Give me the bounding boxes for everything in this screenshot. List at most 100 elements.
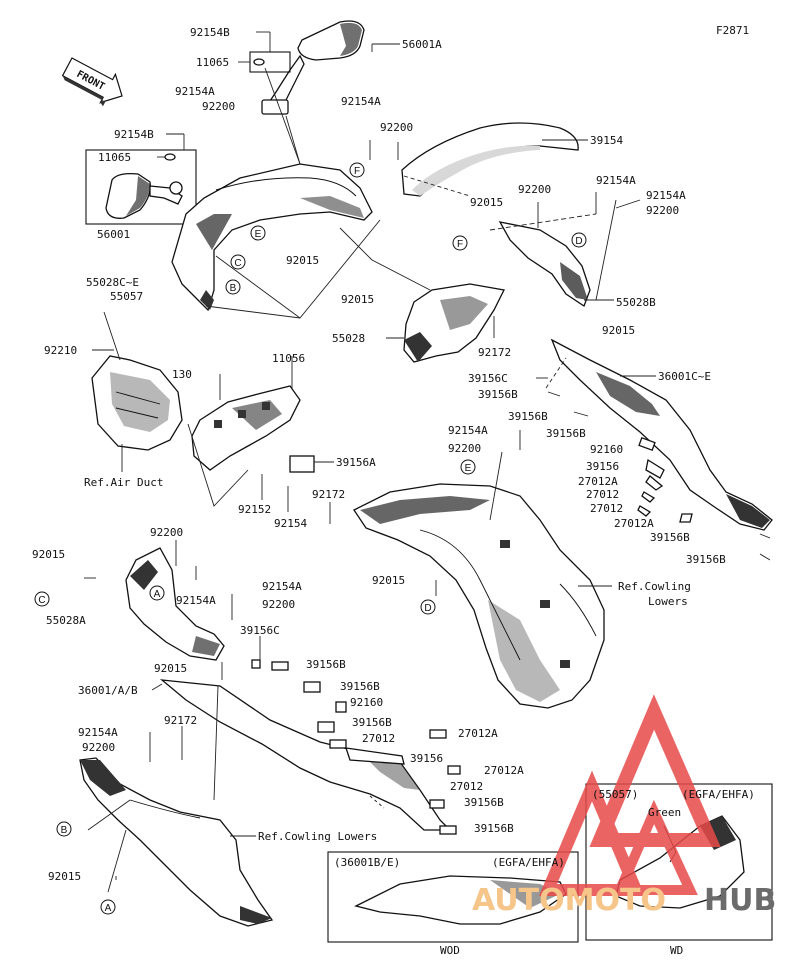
part-label: 92015: [470, 196, 503, 209]
part-label: 39156B: [478, 388, 518, 401]
part-label: 27012A: [578, 475, 618, 488]
svg-text:C: C: [234, 258, 241, 269]
part-label: 27012A: [458, 727, 498, 740]
part-label: 39156B: [686, 553, 726, 566]
part-label: 92015: [154, 662, 187, 675]
inset-wod: [327, 851, 579, 943]
callout-e-1: E: [250, 225, 266, 241]
bracket-11056: [191, 385, 301, 471]
part-label: 55028: [332, 332, 365, 345]
part-label: 92200: [646, 204, 679, 217]
ref-cowling-lowers-1: Ref.Cowling: [618, 580, 691, 593]
part-label: 55057: [110, 290, 143, 303]
part-label: 56001: [97, 228, 130, 241]
part-label: 39156B: [340, 680, 380, 693]
part-label: 27012: [590, 502, 623, 515]
part-label: 92015: [286, 254, 319, 267]
svg-text:A: A: [105, 903, 112, 914]
callout-f-2: F: [452, 235, 468, 251]
part-label: 55028C~E: [86, 276, 139, 289]
part-label: 92015: [602, 324, 635, 337]
ref-cowling-lowers-1b: Lowers: [648, 595, 688, 608]
part-label: 92200: [82, 741, 115, 754]
part-label: 92154A: [176, 594, 216, 607]
part-label: 92154B: [114, 128, 154, 141]
part-label: 92200: [262, 598, 295, 611]
part-label: 11056: [272, 352, 305, 365]
cowling-lowers-bottom: [79, 757, 274, 927]
part-label: 92160: [590, 443, 623, 456]
part-label: 92154A: [262, 580, 302, 593]
part-label: 92015: [48, 870, 81, 883]
part-label: 92210: [44, 344, 77, 357]
part-label: 92154A: [596, 174, 636, 187]
callout-d-2: D: [420, 599, 436, 615]
inset-wd-caption: WD: [670, 944, 683, 957]
svg-text:D: D: [575, 236, 582, 247]
inner-cowl-55028a: [125, 547, 225, 661]
part-label: 39156B: [464, 796, 504, 809]
part-label: 92152: [238, 503, 271, 516]
callout-e-2: E: [460, 459, 476, 475]
inset-wd-variant: (EGFA/EHFA): [682, 788, 755, 801]
part-label: 92200: [380, 121, 413, 134]
part-label: 11065: [196, 56, 229, 69]
inset-wod-variant: (EGFA/EHFA): [492, 856, 565, 869]
part-label: 92154A: [448, 424, 488, 437]
part-label: 39156B: [546, 427, 586, 440]
svg-text:C: C: [38, 595, 45, 606]
part-label: 55028A: [46, 614, 86, 627]
ref-cowling-lowers-2: Ref.Cowling Lowers: [258, 830, 377, 843]
part-label: 92172: [164, 714, 197, 727]
watermark-text-b: HUB: [704, 883, 776, 918]
callout-a-2: A: [100, 899, 116, 915]
inset-wod-part: (36001B/E): [334, 856, 400, 869]
part-label: 27012: [586, 488, 619, 501]
svg-text:F: F: [457, 239, 463, 250]
part-label: 55028B: [616, 296, 656, 309]
figure-code: F2871: [716, 24, 749, 37]
front-arrow-icon: FRONT: [61, 57, 123, 107]
svg-text:E: E: [465, 463, 472, 474]
part-label: 39154: [590, 134, 623, 147]
part-label: 39156C: [468, 372, 508, 385]
side-fairing-36001ab: [159, 679, 452, 831]
svg-text:E: E: [255, 229, 262, 240]
part-label: 92015: [341, 293, 374, 306]
part-label: 92154A: [341, 95, 381, 108]
watermark-text-a: AUTOMOTO: [472, 883, 666, 918]
ref-air-duct: Ref.Air Duct: [84, 476, 163, 489]
part-label: 92015: [372, 574, 405, 587]
part-label: 39156B: [306, 658, 346, 671]
part-label: 36001/A/B: [78, 684, 138, 697]
part-label: 92154A: [646, 189, 686, 202]
part-label: 130: [172, 368, 192, 381]
mirror-56001a: [261, 20, 365, 115]
part-label: 27012: [362, 732, 395, 745]
part-label: 39156A: [336, 456, 376, 469]
part-label: 92154B: [190, 26, 230, 39]
part-label: 39156C: [240, 624, 280, 637]
part-label: 27012: [450, 780, 483, 793]
svg-text:D: D: [424, 603, 431, 614]
air-duct: [91, 355, 183, 451]
part-label: 92154A: [175, 85, 215, 98]
callout-c-1: C: [230, 254, 246, 270]
part-label: 39156B: [474, 822, 514, 835]
upper-cowl-55028c: [171, 163, 373, 312]
inset-wd-part: (55057): [592, 788, 638, 801]
part-label: 56001A: [402, 38, 442, 51]
part-label: 27012A: [614, 517, 654, 530]
svg-text:B: B: [230, 283, 237, 294]
callout-a-1: A: [149, 585, 165, 601]
part-label: 92160: [350, 696, 383, 709]
windscreen-39154: [401, 122, 579, 197]
part-label: 92200: [202, 100, 235, 113]
part-label: 92154: [274, 517, 307, 530]
callout-d-1: D: [571, 232, 587, 248]
part-label: 39156: [586, 460, 619, 473]
callout-b-2: B: [56, 821, 72, 837]
part-label: 92154A: [78, 726, 118, 739]
